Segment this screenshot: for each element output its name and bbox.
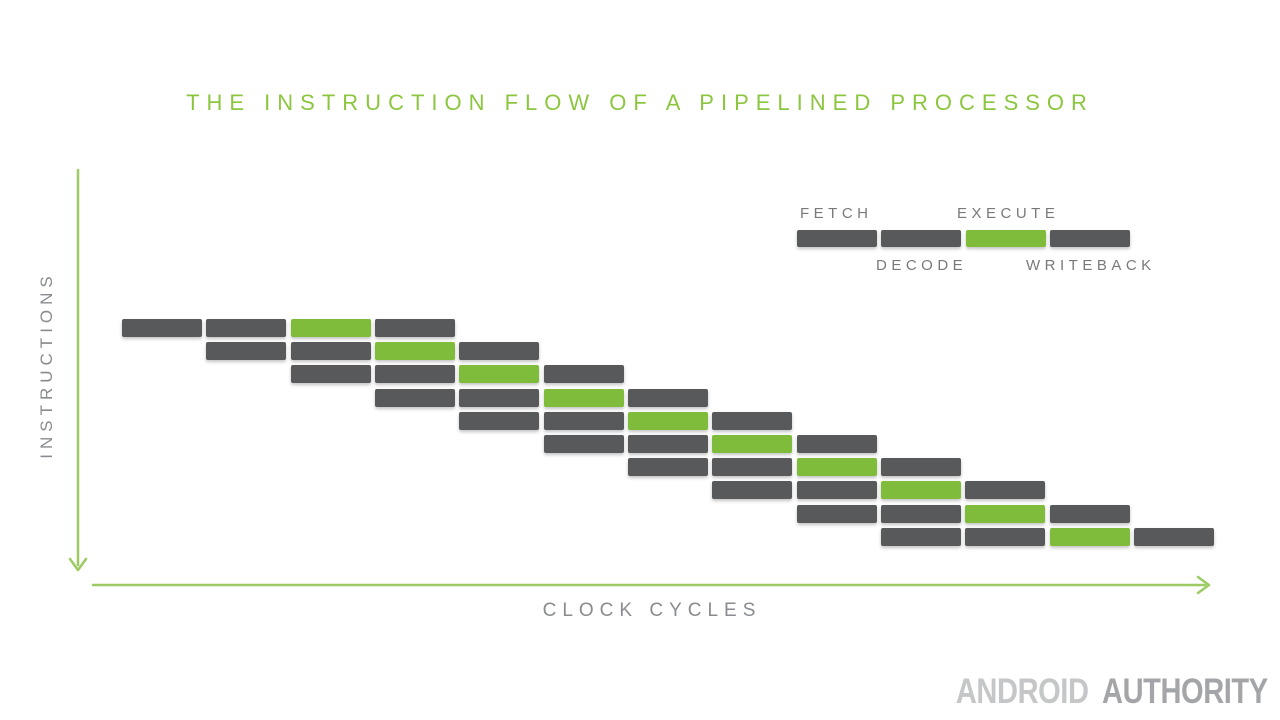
legend-bar-execute	[966, 230, 1046, 247]
pipeline-bar-writeback	[965, 481, 1045, 499]
pipeline-bar-fetch	[797, 505, 877, 523]
legend-bar-writeback	[1050, 230, 1130, 247]
pipeline-bar-execute	[881, 481, 961, 499]
pipeline-bar-fetch	[712, 481, 792, 499]
pipeline-bar-execute	[291, 319, 371, 337]
pipeline-bar-execute	[965, 505, 1045, 523]
pipeline-bar-writeback	[881, 458, 961, 476]
brand-word-authority: AUTHORITY	[1102, 672, 1268, 711]
pipeline-bar-writeback	[628, 389, 708, 407]
brand-logo: ANDROID AUTHORITY	[956, 672, 1268, 712]
pipeline-bar-writeback	[712, 412, 792, 430]
pipeline-bar-decode	[544, 412, 624, 430]
pipeline-bar-fetch	[375, 389, 455, 407]
pipeline-bar-fetch	[291, 365, 371, 383]
pipeline-bar-decode	[965, 528, 1045, 546]
pipeline-bar-decode	[291, 342, 371, 360]
x-axis-label: CLOCK CYCLES	[542, 600, 762, 621]
pipeline-bar-decode	[712, 458, 792, 476]
legend-label-fetch: FETCH	[800, 205, 873, 222]
pipeline-bar-fetch	[459, 412, 539, 430]
pipeline-bar-decode	[206, 319, 286, 337]
pipeline-bar-execute	[1050, 528, 1130, 546]
pipeline-bar-fetch	[544, 435, 624, 453]
legend-label-decode: DECODE	[876, 257, 968, 274]
pipeline-bar-execute	[712, 435, 792, 453]
page-title: THE INSTRUCTION FLOW OF A PIPELINED PROC…	[186, 90, 1094, 115]
legend-bar-decode	[881, 230, 961, 247]
pipeline-bar-writeback	[459, 342, 539, 360]
legend-bar-fetch	[797, 230, 877, 247]
y-axis-arrow-icon	[68, 557, 88, 572]
pipeline-bar-fetch	[122, 319, 202, 337]
pipeline-bar-execute	[544, 389, 624, 407]
pipeline-bar-writeback	[1050, 505, 1130, 523]
pipeline-bar-fetch	[206, 342, 286, 360]
pipeline-bar-decode	[459, 389, 539, 407]
x-axis-arrow-icon	[1196, 575, 1211, 595]
pipeline-bar-execute	[459, 365, 539, 383]
y-axis-label: INSTRUCTIONS	[37, 271, 56, 459]
pipeline-bar-execute	[797, 458, 877, 476]
pipeline-bar-writeback	[375, 319, 455, 337]
pipeline-bar-execute	[375, 342, 455, 360]
pipeline-bar-decode	[881, 505, 961, 523]
legend-label-execute: EXECUTE	[957, 205, 1060, 222]
pipeline-bar-decode	[628, 435, 708, 453]
pipeline-bar-decode	[797, 481, 877, 499]
pipeline-bar-fetch	[881, 528, 961, 546]
pipeline-bar-writeback	[544, 365, 624, 383]
brand-word-android: ANDROID	[956, 672, 1089, 711]
pipeline-bar-execute	[628, 412, 708, 430]
pipeline-bar-decode	[375, 365, 455, 383]
pipeline-bar-fetch	[628, 458, 708, 476]
pipeline-bar-writeback	[797, 435, 877, 453]
pipeline-bar-writeback	[1134, 528, 1214, 546]
legend-label-writeback: WRITEBACK	[1026, 257, 1156, 274]
